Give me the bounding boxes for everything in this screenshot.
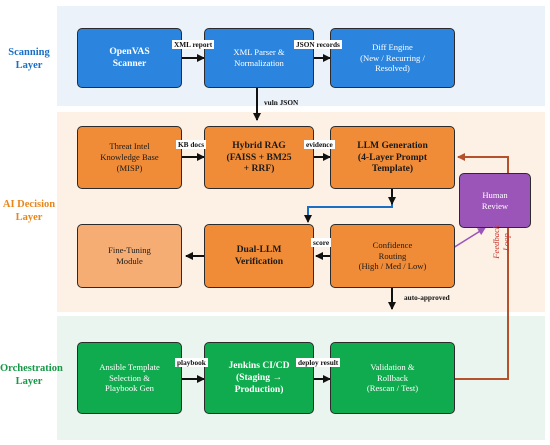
edge-label-evidence: evidence: [304, 140, 335, 150]
jenkins-cicd-node: Jenkins CI/CD (Staging → Production): [204, 342, 314, 414]
edge-label-deploy-result: deploy result: [296, 358, 341, 368]
edge-label-score: score: [311, 238, 332, 248]
fine-tuning-node: Fine-Tuning Module: [77, 224, 182, 288]
confidence-routing-node: Confidence Routing (High / Med / Low): [330, 224, 455, 288]
edge-label-auto-approved: auto-approved: [404, 293, 450, 302]
orchestration-layer-label: Orchestration Layer: [0, 363, 63, 388]
feedback-loop-label: Feedback Loop: [491, 225, 512, 259]
feedback-loop-edge: [455, 153, 509, 380]
dual-llm-verification-node: Dual-LLM Verification: [204, 224, 314, 288]
llm-generation-node: LLM Generation (4-Layer Prompt Template): [330, 126, 455, 189]
edge-label-playbook: playbook: [175, 358, 208, 368]
edge-routing-to-human: [452, 227, 486, 249]
hybrid-rag-node: Hybrid RAG (FAISS + BM25 + RRF): [204, 126, 314, 189]
edge-llm-to-verification: [304, 189, 393, 223]
threat-intel-node: Threat Intel Knowledge Base (MISP): [77, 126, 182, 189]
edge-label-kb-docs: KB docs: [176, 140, 207, 150]
edge-label-json-records: JSON records: [294, 40, 342, 50]
openvas-scanner-node: OpenVAS Scanner: [77, 28, 182, 88]
ansible-playbook-node: Ansible Template Selection & Playbook Ge…: [77, 342, 182, 414]
validation-rollback-node: Validation & Rollback (Rescan / Test): [330, 342, 455, 414]
scanning-layer-label: Scanning Layer: [8, 47, 50, 72]
diff-engine-node: Diff Engine (New / Recurring / Resolved): [330, 28, 455, 88]
human-review-node: Human Review: [459, 173, 531, 228]
ai-decision-layer-label: AI Decision Layer: [2, 199, 56, 224]
xml-parser-node: XML Parser & Normalization: [204, 28, 314, 88]
edge-label-xml-report: XML report: [172, 40, 215, 50]
edge-label-vuln-json: vuln JSON: [264, 98, 299, 107]
